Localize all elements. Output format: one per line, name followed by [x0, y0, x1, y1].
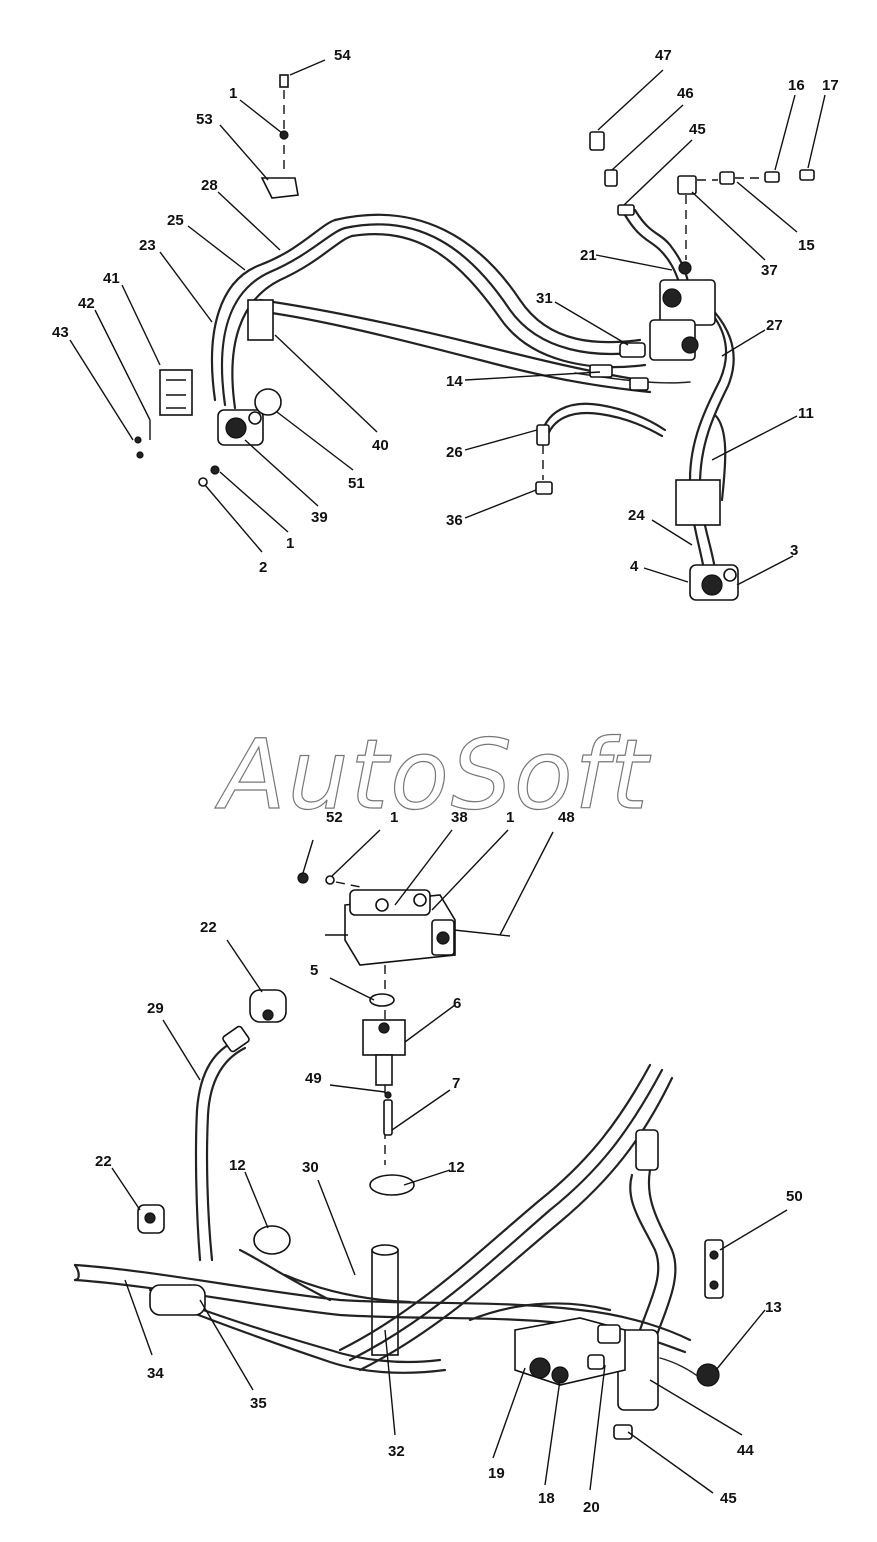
callout-27: 27: [766, 317, 783, 334]
callout-40: 40: [372, 437, 389, 454]
callout-12: 12: [448, 1159, 465, 1176]
callout-29: 29: [147, 1000, 164, 1017]
callout-18: 18: [538, 1490, 555, 1507]
callout-12: 12: [229, 1157, 246, 1174]
callout-46: 46: [677, 85, 694, 102]
callout-38: 38: [451, 809, 468, 826]
clamp-53: [260, 177, 299, 199]
callout-31: 31: [536, 290, 553, 307]
callout-20: 20: [583, 1499, 600, 1516]
callout-35: 35: [250, 1395, 267, 1412]
callout-36: 36: [446, 512, 463, 529]
callout-48: 48: [558, 809, 575, 826]
callout-1: 1: [506, 809, 514, 826]
callout-21: 21: [580, 247, 597, 264]
callout-50: 50: [786, 1188, 803, 1205]
callout-43: 43: [52, 324, 69, 341]
callout-24: 24: [628, 507, 645, 524]
callout-53: 53: [196, 111, 213, 128]
callout-25: 25: [167, 212, 184, 229]
callout-13: 13: [765, 1299, 782, 1316]
callout-1: 1: [229, 85, 237, 102]
callout-17: 17: [822, 77, 839, 94]
watermark: AutoSoft: [214, 719, 651, 831]
callout-39: 39: [311, 509, 328, 526]
callout-45: 45: [720, 1490, 737, 1507]
callout-28: 28: [201, 177, 218, 194]
callout-5: 5: [310, 962, 318, 979]
callout-labels: 54 1 53 28 25 23 41 42 43 40 51 39 1 2 4…: [52, 47, 839, 1516]
callout-44: 44: [737, 1442, 754, 1459]
lower-assembly: [73, 829, 788, 1494]
callout-26: 26: [446, 444, 463, 461]
callout-3: 3: [790, 542, 798, 559]
callout-22: 22: [95, 1153, 112, 1170]
bracket-11: [675, 479, 721, 526]
pump-left: [217, 409, 264, 446]
bracket-40: [247, 299, 274, 341]
callout-54: 54: [334, 47, 351, 64]
callout-37: 37: [761, 262, 778, 279]
valve-block-lower: [514, 1317, 626, 1386]
callout-32: 32: [388, 1443, 405, 1460]
pump-38: [325, 889, 511, 966]
callout-23: 23: [139, 237, 156, 254]
callout-34: 34: [147, 1365, 164, 1382]
callout-22: 22: [200, 919, 217, 936]
callout-47: 47: [655, 47, 672, 64]
upper-assembly: [69, 59, 826, 601]
callout-41: 41: [103, 270, 120, 287]
callout-51: 51: [348, 475, 365, 492]
callout-52: 52: [326, 809, 343, 826]
callout-45: 45: [689, 121, 706, 138]
callout-11: 11: [798, 405, 814, 422]
callout-4: 4: [630, 558, 639, 575]
pump-right: [689, 564, 739, 601]
callout-7: 7: [452, 1075, 460, 1092]
callout-19: 19: [488, 1465, 505, 1482]
callout-15: 15: [798, 237, 815, 254]
callout-1: 1: [390, 809, 398, 826]
callout-2: 2: [259, 559, 267, 576]
callout-42: 42: [78, 295, 95, 312]
callout-30: 30: [302, 1159, 319, 1176]
callout-6: 6: [453, 995, 461, 1012]
callout-16: 16: [788, 77, 805, 94]
callout-1: 1: [286, 535, 294, 552]
callout-49: 49: [305, 1070, 322, 1087]
callout-14: 14: [446, 373, 463, 390]
